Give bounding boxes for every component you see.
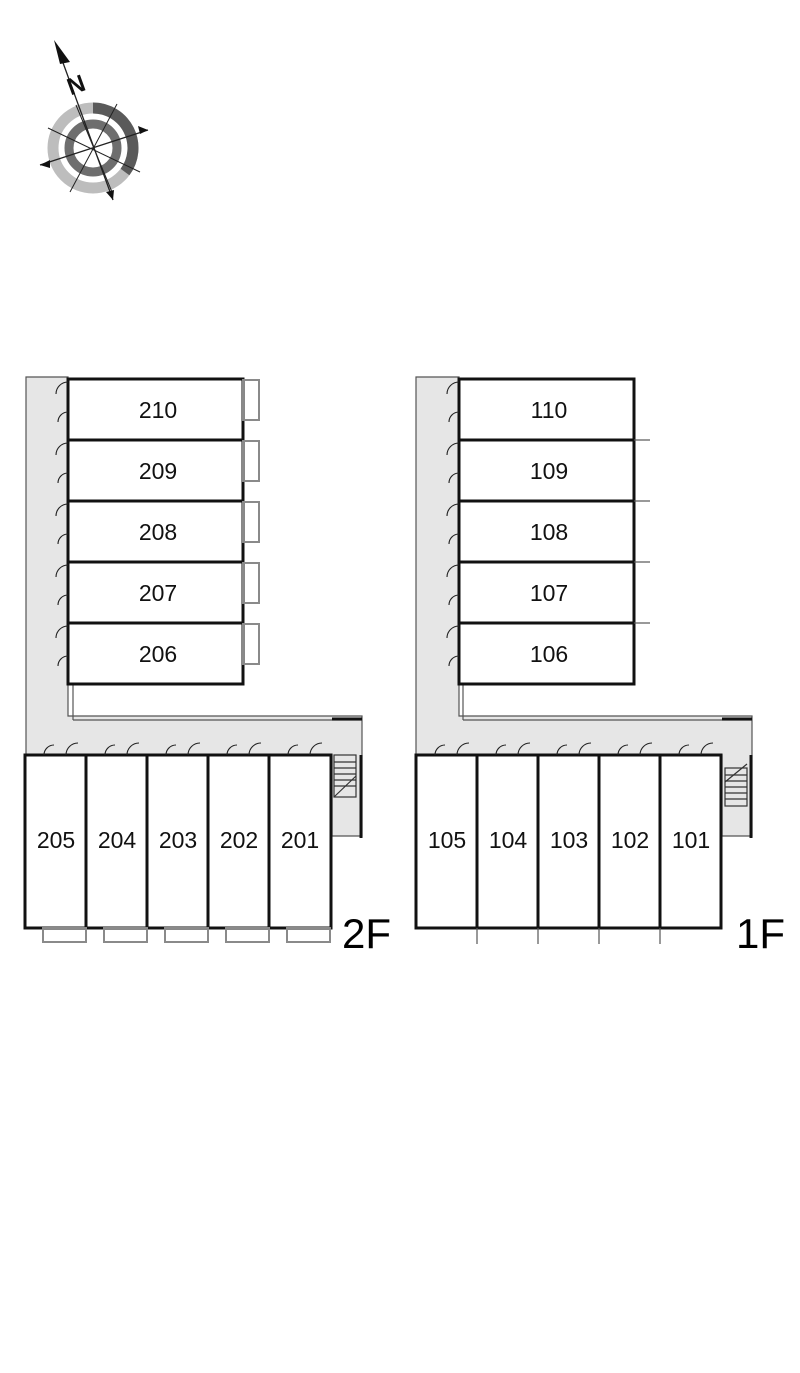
room-label: 103 [550,827,588,853]
balcony [286,927,331,943]
door-icon [55,381,69,667]
balcony [242,501,260,543]
door-icon [43,742,323,756]
room-101 [658,753,723,930]
room-104 [475,753,540,930]
room-label: 203 [159,827,197,853]
room-201 [267,753,333,930]
room-label: 109 [530,458,568,484]
floor-label-2f: 2F [342,910,391,957]
staircase-1f [724,763,748,807]
room-label: 207 [139,580,177,606]
room-102 [597,753,662,930]
room-105 [414,753,479,930]
floor-1f: 110 109 108 107 106 105 [414,376,785,957]
balcony [225,927,270,943]
balcony [242,379,260,421]
room-206 [66,621,245,686]
floor-label-1f: 1F [736,910,785,957]
room-label: 104 [489,827,528,853]
room-202 [206,753,271,930]
room-label: 209 [139,458,177,484]
compass-north-label: N [64,70,90,101]
room-210 [66,377,245,442]
room-label: 205 [37,827,75,853]
staircase-2f [333,754,357,798]
room-label: 101 [672,827,710,853]
room-106 [457,621,636,686]
room-label: 107 [530,580,568,606]
room-label: 102 [611,827,649,853]
room-109 [457,438,636,503]
room-label: 206 [139,641,177,667]
room-label: 106 [530,641,568,667]
room-103 [536,753,601,930]
balcony [42,927,87,943]
upper-rooms-1f: 110 109 108 107 106 [446,377,650,686]
room-label: 204 [98,827,137,853]
room-208 [66,499,245,564]
door-icon [446,381,460,667]
room-label: 108 [530,519,568,545]
balcony [242,623,260,665]
floor-2f: 210 209 208 207 206 [23,376,391,957]
balcony [242,562,260,604]
compass-rose-icon: N [39,40,149,201]
room-label: 105 [428,827,466,853]
balcony [242,440,260,482]
upper-rooms-2f: 210 209 208 207 206 [55,377,260,686]
lower-rooms-2f: 205 204 203 202 201 [23,742,333,943]
balcony [103,927,148,943]
balcony [164,927,209,943]
room-label: 210 [139,397,177,423]
door-icon [434,742,714,756]
room-label: 202 [220,827,258,853]
lower-rooms-1f: 105 104 103 102 101 [414,742,723,944]
room-label: 110 [531,397,568,423]
room-label: 208 [139,519,177,545]
room-label: 201 [281,827,319,853]
